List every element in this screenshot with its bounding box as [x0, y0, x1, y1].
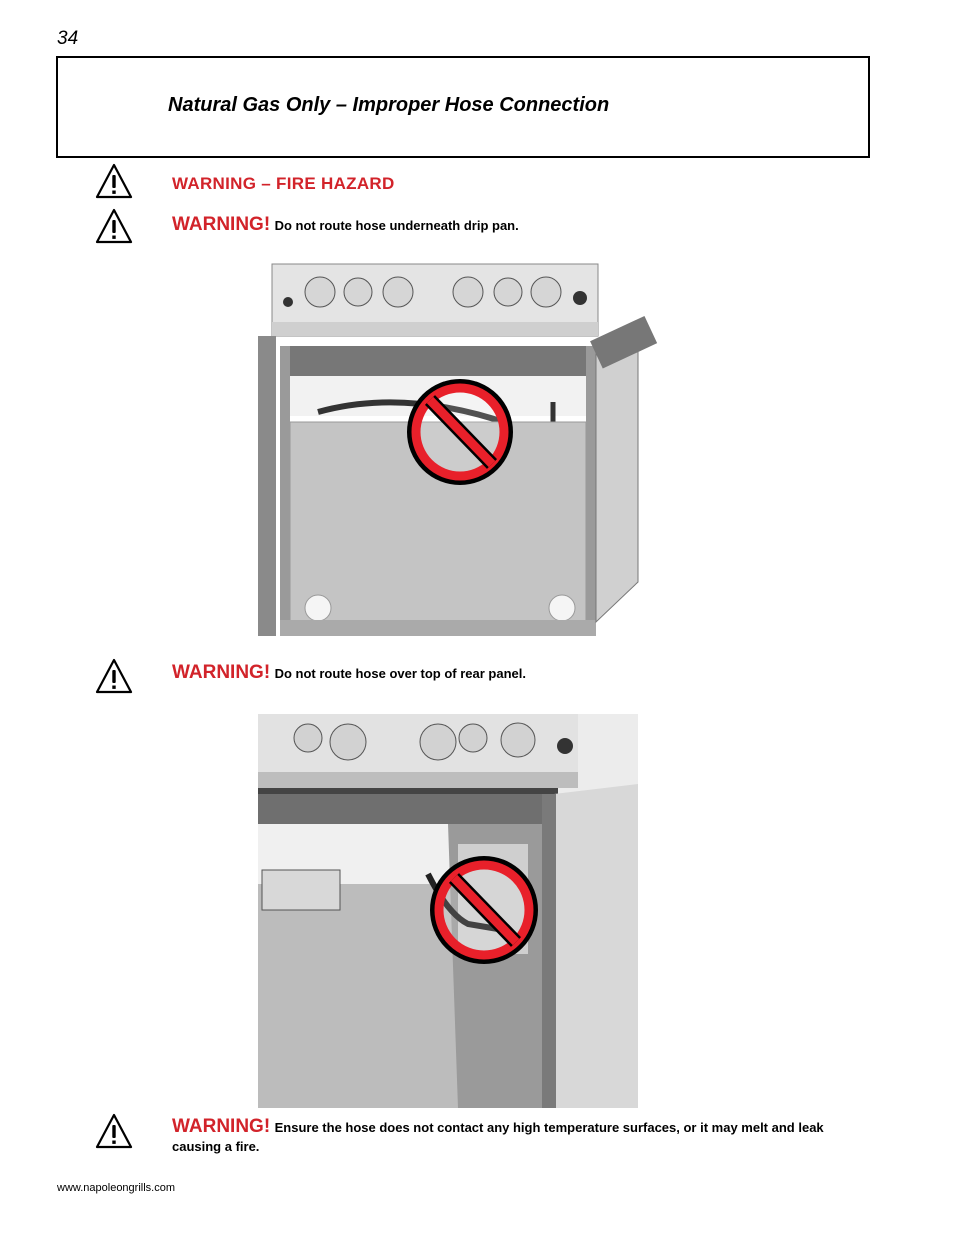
prohibited-sign-icon: [430, 856, 538, 964]
footer-url: www.napoleongrills.com: [57, 1182, 175, 1194]
warning-message: Do not route hose underneath drip pan.: [274, 218, 519, 233]
warning-message: Ensure the hose does not contact any hig…: [172, 1120, 824, 1154]
section-title: Natural Gas Only – Improper Hose Connect…: [168, 94, 610, 116]
warning-label: WARNING!: [172, 662, 271, 683]
warning-message: Do not route hose over top of rear panel…: [274, 666, 526, 681]
fire-hazard-heading: WARNING – FIRE HAZARD: [172, 174, 395, 193]
warning-label: WARNING!: [172, 214, 271, 235]
warning-high-temp: WARNING! Ensure the hose does not contac…: [172, 1117, 862, 1156]
warning-triangle-icon: [94, 1112, 134, 1150]
warning-drip-pan: WARNING! Do not route hose underneath dr…: [172, 214, 519, 236]
warning-triangle-icon: [94, 207, 134, 245]
warning-rear-panel: WARNING! Do not route hose over top of r…: [172, 662, 526, 684]
grill-figure-drip-pan: [258, 262, 660, 644]
grill-figure-rear-panel: [258, 714, 638, 1108]
warning-triangle-icon: [94, 162, 134, 200]
prohibited-sign-icon: [407, 379, 513, 485]
section-title-box: Natural Gas Only – Improper Hose Connect…: [56, 56, 870, 158]
page-number: 34: [57, 28, 79, 49]
warning-triangle-icon: [94, 657, 134, 695]
warning-label: WARNING!: [172, 1116, 271, 1137]
